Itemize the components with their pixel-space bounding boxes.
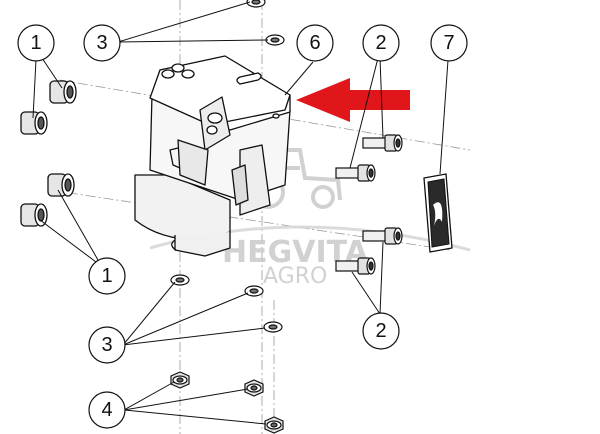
- callout-2-bottom: 2: [362, 312, 400, 350]
- washers-part-3: [170, 0, 285, 333]
- callout-3-bottom: 3: [88, 326, 126, 364]
- svg-text:6: 6: [309, 32, 320, 54]
- svg-text:4: 4: [101, 399, 112, 421]
- svg-text:7: 7: [443, 32, 454, 54]
- direction-arrow-icon: [296, 78, 410, 122]
- callout-7: 7: [430, 24, 468, 62]
- logo-plate-part-7: [423, 173, 453, 253]
- callout-4: 4: [88, 391, 126, 429]
- callout-2-top: 2: [362, 24, 400, 62]
- svg-text:3: 3: [96, 32, 107, 54]
- svg-text:3: 3: [101, 334, 112, 356]
- svg-text:2: 2: [375, 320, 386, 342]
- callout-1-top: 1: [17, 24, 55, 62]
- nuts-part-4: [170, 371, 284, 434]
- svg-text:1: 1: [101, 265, 112, 287]
- svg-text:2: 2: [375, 32, 386, 54]
- callout-3-top: 3: [83, 24, 121, 62]
- leader-lines: [32, 1, 449, 425]
- watermark-sub: AGRO: [263, 264, 327, 289]
- bolts-part-2: [335, 134, 403, 275]
- plate-logo-icon: [433, 202, 443, 226]
- callout-1-bottom: 1: [88, 257, 126, 295]
- bushings-part-1: [20, 80, 77, 227]
- centerlines: [49, 0, 471, 434]
- callout-6: 6: [296, 24, 334, 62]
- bracket-assembly: [134, 55, 291, 257]
- svg-text:1: 1: [30, 32, 41, 54]
